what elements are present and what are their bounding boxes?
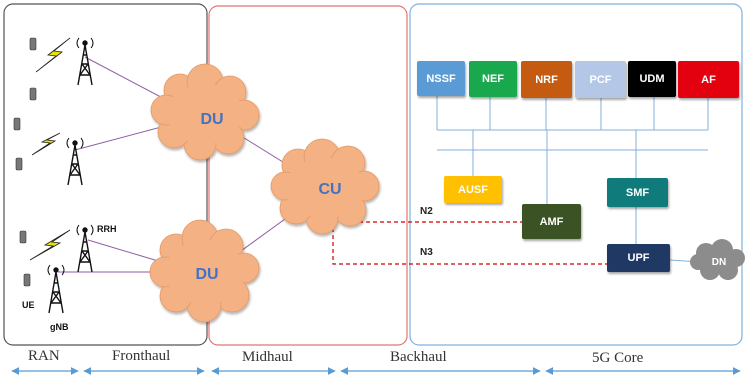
ue-phone-icons	[13, 37, 37, 287]
udm-box: UDM	[628, 61, 676, 97]
af-label: AF	[701, 73, 716, 86]
upf-label: UPF	[627, 252, 650, 264]
cu-label: CU	[318, 181, 341, 198]
smf-box: SMF	[607, 178, 668, 207]
nssf-box: NSSF	[417, 61, 465, 96]
dn-label: DN	[712, 257, 726, 268]
du-bottom-cloud	[149, 219, 260, 323]
pcf-label: PCF	[589, 73, 612, 86]
nrf-label: NRF	[535, 73, 558, 86]
amf-label: AMF	[539, 215, 564, 228]
nrf-box: NRF	[521, 61, 572, 98]
core-label: 5G Core	[592, 350, 644, 366]
tower-icon	[76, 37, 94, 86]
n2-label: N2	[420, 206, 433, 217]
pcf-box: PCF	[575, 61, 626, 98]
du-top-cloud	[150, 63, 260, 161]
dn-cloud	[690, 239, 745, 280]
du-bottom-label: DU	[195, 266, 218, 283]
rrh-label: RRH	[97, 224, 117, 234]
gnb-label: gNB	[50, 322, 69, 332]
core-bus	[436, 95, 709, 263]
upf-box: UPF	[607, 244, 670, 272]
gnb-tower-icon	[47, 264, 65, 314]
du-top-label: DU	[200, 111, 223, 128]
n3-label: N3	[420, 247, 433, 258]
rrh-tower-icon	[76, 224, 94, 273]
lightning-icon	[29, 37, 71, 261]
fronthaul-label: Fronthaul	[112, 348, 171, 364]
nef-box: NEF	[469, 61, 517, 97]
amf-box: AMF	[522, 204, 581, 239]
nssf-label: NSSF	[426, 72, 456, 85]
ausf-box: AUSF	[444, 176, 502, 203]
n3-line	[332, 228, 607, 265]
core-panel	[409, 3, 743, 346]
tower-icon	[66, 137, 84, 186]
midhaul-label: Midhaul	[242, 349, 293, 365]
ue-label: UE	[22, 300, 35, 310]
ausf-label: AUSF	[458, 183, 488, 196]
n-interfaces	[332, 221, 607, 265]
backhaul-label: Backhaul	[390, 349, 447, 365]
ran-label: RAN	[28, 348, 60, 364]
nef-label: NEF	[482, 73, 504, 85]
smf-label: SMF	[625, 186, 650, 199]
cu-cloud	[270, 138, 380, 235]
udm-label: UDM	[639, 73, 665, 85]
af-box: AF	[678, 61, 739, 98]
